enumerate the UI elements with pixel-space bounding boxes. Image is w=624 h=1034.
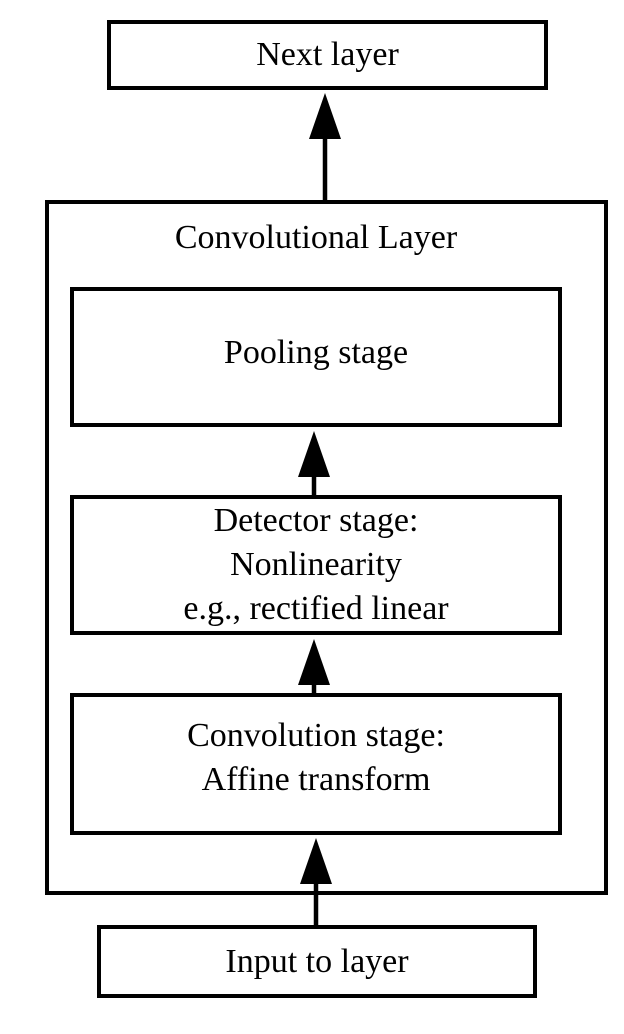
- convolution-stage-label-line1: Convolution stage:: [187, 717, 445, 754]
- detector-stage-label-line3: e.g., rectified linear: [183, 590, 449, 627]
- next-layer-box: Next layer: [107, 20, 548, 90]
- input-to-layer-box: Input to layer: [97, 925, 537, 998]
- convolution-stage-label-line2: Affine transform: [201, 761, 431, 798]
- next-layer-label: Next layer: [256, 36, 399, 73]
- convolutional-layer-title: Convolutional Layer: [174, 219, 458, 256]
- detector-stage-label-line2: Nonlinearity: [230, 546, 402, 583]
- pooling-stage-box: Pooling stage: [70, 287, 562, 427]
- pooling-stage-label: Pooling stage: [223, 334, 409, 371]
- arrow-up-to-next-layer-icon: [309, 93, 341, 202]
- input-to-layer-label: Input to layer: [225, 942, 409, 980]
- detector-stage-box: Detector stage: Nonlinearity e.g., recti…: [70, 495, 562, 635]
- convolutional-layer-container: [45, 200, 608, 895]
- convolution-stage-box: Convolution stage: Affine transform: [70, 693, 562, 835]
- detector-stage-label-line1: Detector stage:: [213, 502, 419, 539]
